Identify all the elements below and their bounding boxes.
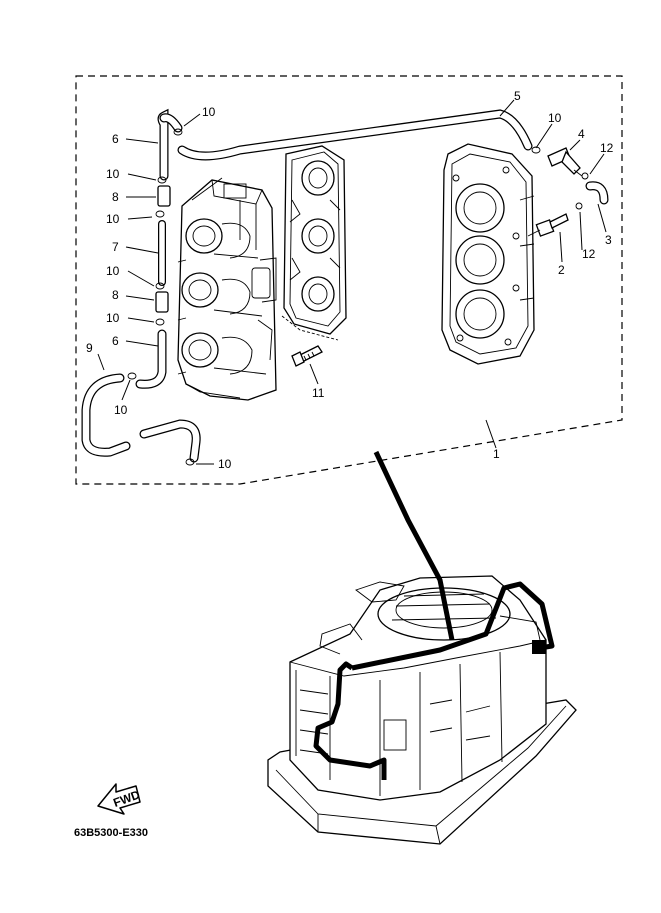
- callout-10-a: 10: [202, 105, 216, 119]
- fitting-2: [527, 213, 569, 237]
- callout-10-b: 10: [106, 167, 120, 181]
- intake-manifold: [281, 145, 347, 341]
- cylinder-block: [441, 143, 535, 365]
- callout-10-f: 10: [114, 403, 128, 417]
- callout-3: 3: [605, 233, 612, 247]
- callout-6-bottom: 6: [112, 334, 119, 348]
- callout-12-bottom: 12: [582, 247, 596, 261]
- callout-9: 9: [86, 341, 93, 355]
- callout-labels: 1 2 3 4 5 6 6 7 8 8 9 10 10 10 10 10 10 …: [86, 89, 614, 471]
- callout-5: 5: [514, 89, 521, 103]
- callout-10-g: 10: [218, 457, 232, 471]
- callout-2: 2: [558, 263, 565, 277]
- clips-10: [127, 128, 541, 466]
- drawing-code: 63B5300-E330: [74, 827, 148, 839]
- bolt: [291, 345, 323, 367]
- callout-10-c: 10: [106, 212, 120, 226]
- outboard-engine: [267, 450, 577, 845]
- callout-10-d: 10: [106, 264, 120, 278]
- callout-8-top: 8: [112, 190, 119, 204]
- fitting-4: [547, 147, 583, 177]
- callout-10-h: 10: [548, 111, 562, 125]
- callout-6-top: 6: [112, 132, 119, 146]
- fwd-arrow-icon: FWD: [97, 783, 142, 815]
- callout-4: 4: [578, 127, 585, 141]
- hoses: [81, 108, 533, 463]
- callout-1: 1: [493, 447, 500, 461]
- callout-12-top: 12: [600, 141, 614, 155]
- callout-10-e: 10: [106, 311, 120, 325]
- callout-8-bottom: 8: [112, 288, 119, 302]
- callout-7: 7: [112, 240, 119, 254]
- carburetor-assembly: [177, 177, 277, 401]
- callout-11: 11: [312, 386, 325, 400]
- assembly-boundary: [75, 75, 623, 485]
- elbow-hose-3: [585, 181, 609, 205]
- clip-12: [575, 172, 589, 210]
- leader-lines: [97, 99, 607, 465]
